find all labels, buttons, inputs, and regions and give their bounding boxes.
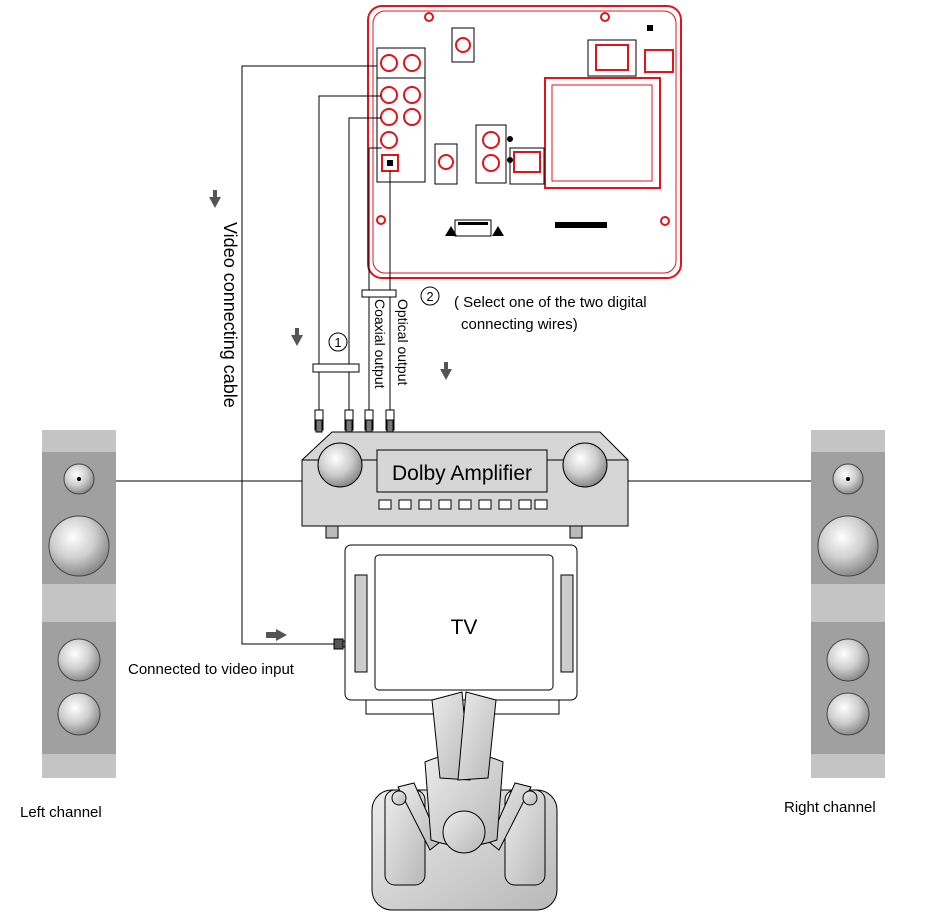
listener-figure — [371, 691, 558, 911]
right-arrow-icon — [266, 629, 287, 641]
left-channel-label: Left channel — [20, 804, 102, 821]
down-arrow-icon — [440, 362, 452, 380]
cable-clamp-analog — [312, 363, 360, 373]
coaxial-cable — [364, 147, 382, 433]
select-note-line1: ( Select one of the two digital — [454, 294, 647, 311]
optical-output-label: Optical output — [395, 299, 411, 385]
amplifier-label: Dolby Amplifier — [392, 462, 532, 485]
dolby-amplifier — [301, 431, 629, 539]
down-arrow-icon — [209, 190, 221, 208]
marker-two-label: 2 — [426, 289, 433, 304]
marker-one-label: 1 — [334, 335, 341, 350]
marker-two-circle — [420, 286, 440, 306]
right-channel-label: Right channel — [784, 799, 876, 816]
cable-clamp-digital — [361, 289, 397, 298]
left-speaker — [42, 430, 116, 778]
select-note-line2: connecting wires) — [461, 316, 578, 333]
analog-audio-cables — [314, 95, 381, 433]
down-arrow-icon — [291, 328, 303, 346]
video-input-label: Connected to video input — [128, 661, 295, 678]
tv-label: TV — [451, 616, 478, 639]
video-cable-label: Video connecting cable — [220, 222, 240, 408]
player-output-jacks — [376, 25, 653, 237]
coaxial-output-label: Coaxial output — [372, 299, 388, 389]
right-speaker — [811, 430, 885, 778]
marker-one-circle — [328, 332, 348, 352]
player-rear-panel — [367, 5, 682, 279]
